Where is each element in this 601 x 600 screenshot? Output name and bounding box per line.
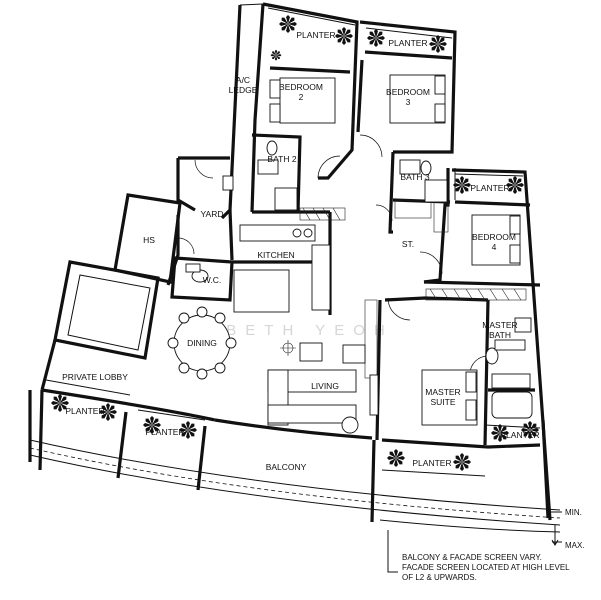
- kitchen-counter: [233, 224, 331, 313]
- label-planter-living: PLANTER: [145, 427, 184, 437]
- beds: [269, 74, 521, 426]
- label-private-lobby: PRIVATE LOBBY: [62, 372, 128, 382]
- min-label: MIN.: [565, 508, 582, 517]
- label-bath-2: BATH 2: [267, 154, 296, 164]
- living-set: [267, 340, 379, 434]
- note-block: BALCONY & FACADE SCREEN VARY.FACADE SCRE…: [387, 530, 570, 582]
- label-planter-master: PLANTER: [412, 458, 451, 468]
- dining-set: [167, 306, 237, 380]
- label-balcony: BALCONY: [266, 462, 307, 472]
- label-dining: DINING: [187, 338, 217, 348]
- dimension-markers: MIN. MAX.: [547, 508, 585, 550]
- max-label: MAX.: [565, 541, 585, 550]
- label-wc: W.C.: [203, 275, 221, 285]
- label-planter-lobby: PLANTER: [65, 406, 104, 416]
- label-kitchen: KITCHEN: [257, 250, 294, 260]
- walls: [28, 2, 561, 533]
- watermark: BETH YEOH: [226, 322, 393, 339]
- label-planter-top-left: PLANTER: [296, 30, 335, 40]
- label-hs: HS: [143, 235, 155, 245]
- label-living: LIVING: [311, 381, 339, 391]
- label-yard: YARD: [201, 209, 224, 219]
- label-planter-suite: PLANTER: [500, 430, 539, 440]
- note-text: BALCONY & FACADE SCREEN VARY.FACADE SCRE…: [402, 553, 570, 582]
- label-planter-right: PLANTER: [470, 183, 509, 193]
- label-st: ST.: [402, 239, 414, 249]
- wardrobes: [299, 199, 527, 379]
- label-planter-top-right: PLANTER: [388, 38, 427, 48]
- bath-fixtures: [185, 140, 533, 419]
- label-bath-3: BATH 3: [400, 172, 429, 182]
